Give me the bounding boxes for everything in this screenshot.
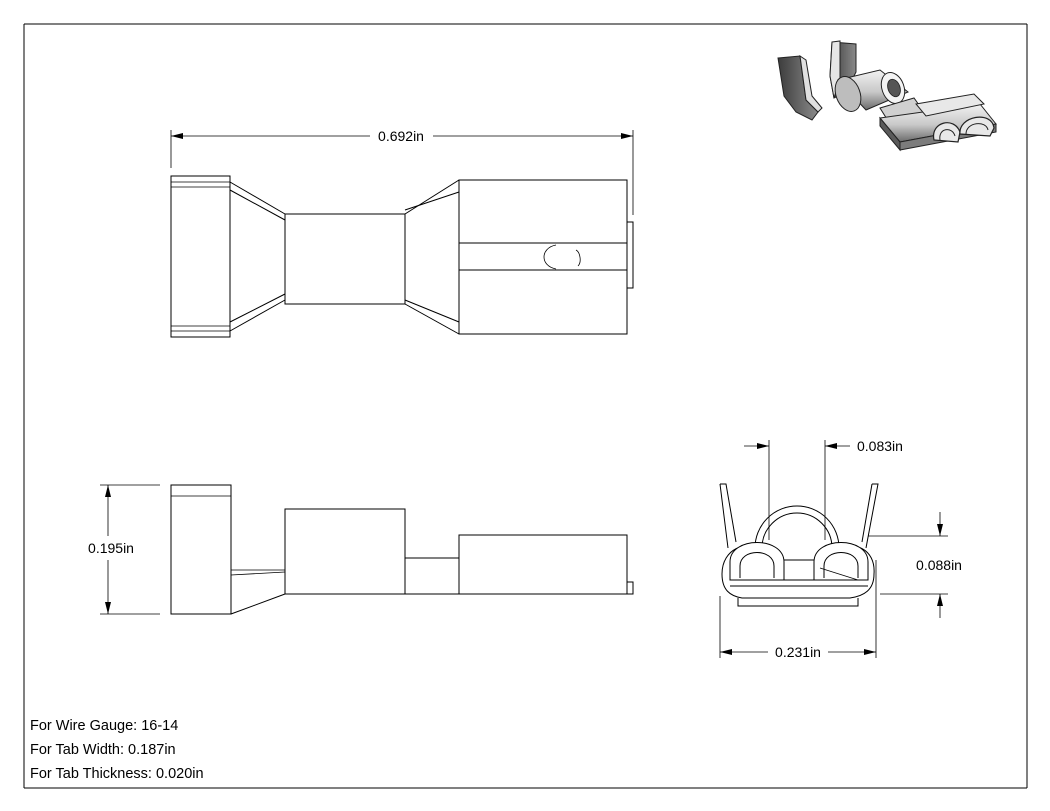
spec-notes: For Wire Gauge: 16-14 For Tab Width: 0.1… xyxy=(30,716,204,788)
dimension-barrel-spacing-label: 0.083in xyxy=(857,438,903,454)
note-wire-gauge: For Wire Gauge: 16-14 xyxy=(30,718,179,734)
dimension-height-label: 0.195in xyxy=(88,540,134,556)
dimension-length: 0.692in xyxy=(170,128,634,215)
dimension-barrel-spacing: 0.083in xyxy=(744,438,903,540)
end-view xyxy=(719,483,879,607)
dimension-end-height-label: 0.088in xyxy=(916,557,962,573)
isometric-render xyxy=(777,40,997,152)
top-view xyxy=(170,175,634,338)
dimension-width: 0.231in xyxy=(719,560,877,660)
note-tab-width: For Tab Width: 0.187in xyxy=(30,742,176,758)
side-view xyxy=(170,484,634,615)
dimension-width-label: 0.231in xyxy=(775,644,821,660)
sheet-border xyxy=(23,23,1028,789)
note-tab-thickness: For Tab Thickness: 0.020in xyxy=(30,766,204,782)
dimension-length-label: 0.692in xyxy=(378,128,424,144)
dimension-height: 0.195in xyxy=(88,484,160,615)
dimension-end-height: 0.088in xyxy=(868,512,962,618)
